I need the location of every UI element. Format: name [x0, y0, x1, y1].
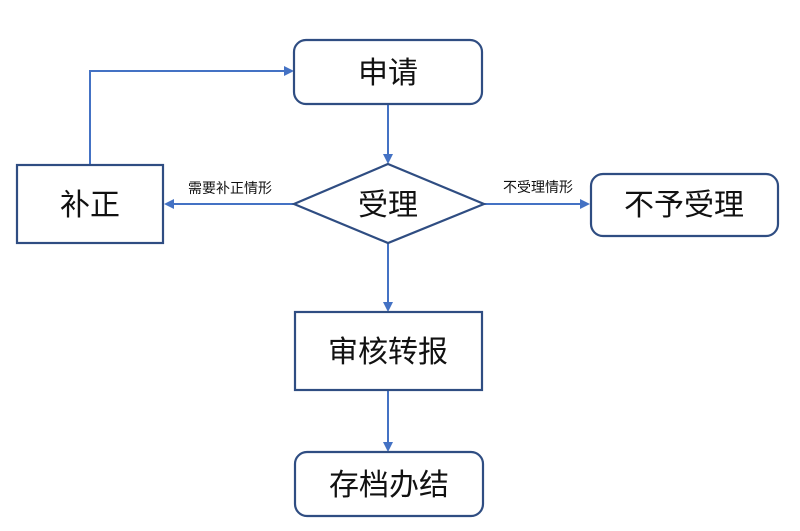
- node-reject-box: [589, 172, 780, 238]
- node-supplement: 补正: [15, 163, 165, 245]
- node-supplement-label: 补正: [60, 188, 120, 223]
- node-archive: 存档办结: [293, 450, 485, 518]
- node-reject: 不予受理: [589, 172, 780, 238]
- edge-label-to-reject: 不受理情形: [503, 180, 573, 196]
- edge-supplement-to-apply: [89, 66, 294, 164]
- node-review: 审核转报: [293, 310, 484, 392]
- edge-label-to-supplement: 需要补正情形: [188, 181, 272, 197]
- node-apply-label: 申请: [358, 56, 418, 91]
- node-review-box: [293, 310, 484, 392]
- node-accept-label: 受理: [358, 188, 418, 223]
- node-review-label: 审核转报: [328, 335, 448, 370]
- node-accept: 受理: [291, 162, 487, 245]
- node-reject-label: 不予受理: [624, 188, 744, 223]
- node-archive-box: [293, 450, 485, 518]
- node-apply-box: [292, 38, 484, 106]
- edges: [89, 66, 590, 452]
- node-archive-label: 存档办结: [329, 468, 449, 503]
- node-apply: 申请: [292, 38, 484, 106]
- node-supplement-box: [15, 163, 165, 245]
- node-accept-diamond: [291, 162, 487, 245]
